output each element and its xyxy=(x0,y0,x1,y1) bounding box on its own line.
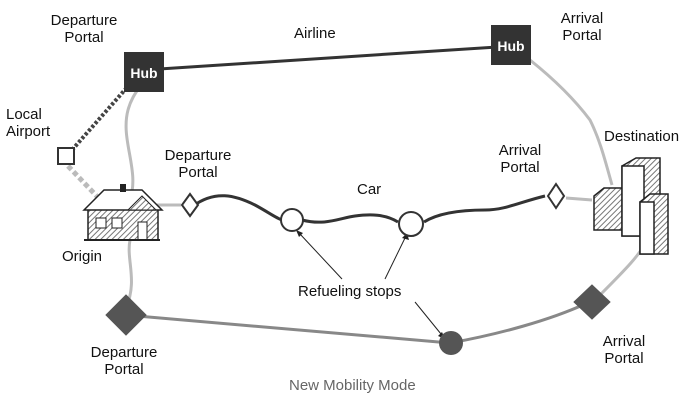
destination-buildings-icon xyxy=(593,157,669,255)
refueling-arrow-bottom xyxy=(414,301,442,335)
local-airport-to-hub-route xyxy=(70,82,132,152)
refueling-arrow-left xyxy=(299,233,343,280)
car-label: Car xyxy=(357,181,382,198)
refueling-arrow-mid xyxy=(384,237,406,280)
new-mobility-arrival-portal-node xyxy=(573,284,611,320)
hub-left-label: Hub xyxy=(130,65,157,81)
new-mobility-departure-portal-node xyxy=(105,294,147,336)
arrival-portal-top-label: Arrival Portal xyxy=(560,10,604,44)
departure-hub-node xyxy=(124,52,164,92)
origin-label: Origin xyxy=(62,248,103,265)
arrival-hub-to-destination-route xyxy=(529,58,614,186)
car-departure-portal-node xyxy=(180,192,200,218)
airline-label: Airline xyxy=(294,25,336,42)
car-portal-to-destination-route xyxy=(565,196,593,202)
arrival-hub-node xyxy=(491,25,531,65)
arrival-portal-car-label: Arrival Portal xyxy=(498,142,542,176)
airline-route xyxy=(143,44,513,72)
car-refueling-stop-1 xyxy=(280,208,304,232)
origin-to-departure-hub-route xyxy=(124,79,146,201)
car-refueling-stop-2 xyxy=(398,211,424,237)
new-mobility-route xyxy=(124,302,586,345)
car-arrival-portal-node xyxy=(546,182,566,210)
hub-right-label: Hub xyxy=(497,38,524,54)
new-mobility-refueling-stop xyxy=(439,331,463,355)
departure-portal-top-label: Departure Portal xyxy=(50,12,118,46)
refueling-arrow-left-head xyxy=(296,230,303,237)
new-mobility-mode-label: New Mobility Mode xyxy=(289,377,416,394)
local-airport-node xyxy=(57,147,75,165)
departure-portal-bottom-label: Departure Portal xyxy=(90,344,158,378)
local-airport-label: Local Airport xyxy=(6,106,51,140)
car-route xyxy=(192,194,546,224)
origin-house-icon xyxy=(82,184,164,241)
departure-portal-car-label: Departure Portal xyxy=(164,147,232,181)
refueling-stops-label: Refueling stops xyxy=(298,283,402,300)
arrival-portal-bottom-label: Arrival Portal xyxy=(602,333,646,367)
destination-label: Destination xyxy=(604,128,680,145)
